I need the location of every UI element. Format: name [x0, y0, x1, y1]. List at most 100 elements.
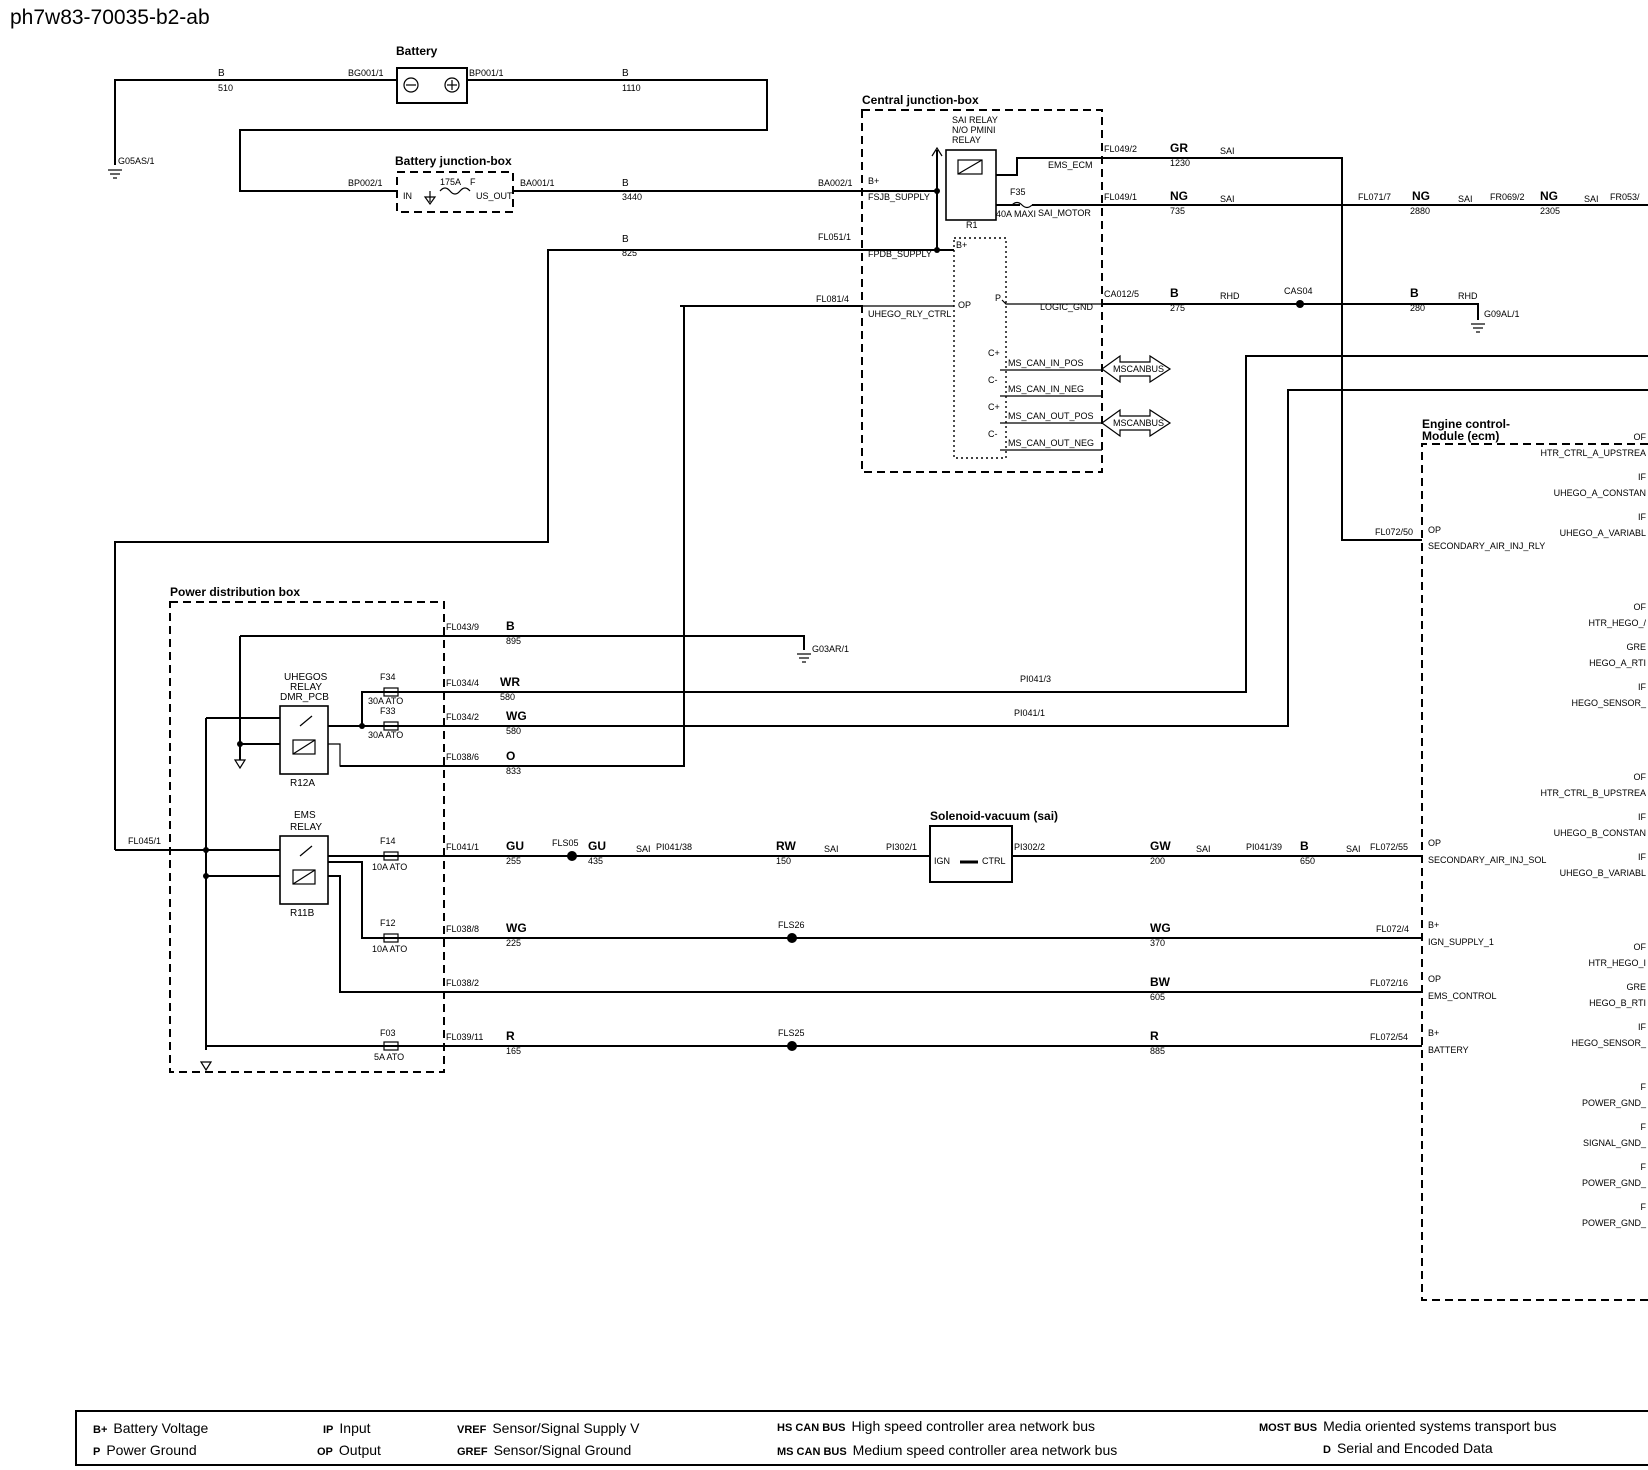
splice-fls05: [567, 851, 577, 861]
ecm-pin-label: POWER_GND_: [1582, 1218, 1647, 1228]
ecm-pin-label: UHEGO_B_VARIABL: [1560, 868, 1646, 878]
fuse-f33-icon: [383, 721, 399, 731]
ecm-pin-label: IF: [1638, 852, 1647, 862]
svg-text:C+: C+: [988, 348, 1000, 358]
svg-text:SAI: SAI: [636, 844, 651, 854]
pdb-box: [169, 601, 445, 1073]
svg-text:B: B: [506, 619, 515, 633]
ecm-pin-label: F: [1641, 1162, 1647, 1172]
svg-text:PI041/39: PI041/39: [1246, 842, 1282, 852]
svg-text:UHEGOS: UHEGOS: [284, 672, 328, 683]
svg-text:2880: 2880: [1410, 206, 1430, 216]
svg-text:Module (ecm): Module (ecm): [1422, 429, 1499, 443]
svg-text:P: P: [995, 293, 1001, 303]
ecm-pin-label: UHEGO_A_CONSTAN: [1554, 488, 1646, 498]
svg-text:FL045/1: FL045/1: [128, 836, 161, 846]
svg-text:DMR_PCB: DMR_PCB: [280, 692, 329, 703]
svg-text:510: 510: [218, 83, 233, 93]
svg-text:PI041/38: PI041/38: [656, 842, 692, 852]
svg-text:CTRL: CTRL: [982, 856, 1006, 866]
ecm-pin-label: SIGNAL_GND_: [1583, 1138, 1647, 1148]
uhegos-relay-r12a-icon: [279, 705, 329, 775]
svg-text:FL051/1: FL051/1: [818, 232, 851, 242]
svg-text:MSCANBUS: MSCANBUS: [1113, 364, 1164, 374]
svg-text:605: 605: [1150, 992, 1165, 1002]
svg-text:FL043/9: FL043/9: [446, 622, 479, 632]
svg-text:MS_CAN_IN_NEG: MS_CAN_IN_NEG: [1008, 384, 1084, 394]
ecm-pin-label: HEGO_A_RTI: [1589, 658, 1646, 668]
svg-text:B: B: [622, 178, 629, 189]
svg-text:MSCANBUS: MSCANBUS: [1113, 418, 1164, 428]
ecm-pin-label: IF: [1638, 512, 1647, 522]
splice-fls26: [787, 933, 797, 943]
svg-text:FL038/2: FL038/2: [446, 978, 479, 988]
svg-text:SAI: SAI: [824, 844, 839, 854]
svg-text:650: 650: [1300, 856, 1315, 866]
fuse-f34-icon: [383, 687, 399, 697]
svg-text:1230: 1230: [1170, 158, 1190, 168]
svg-text:FR069/2: FR069/2: [1490, 192, 1525, 202]
fuse-f35-icon: [1011, 201, 1033, 209]
svg-text:FL072/16: FL072/16: [1370, 978, 1408, 988]
battery-title: Battery: [396, 44, 438, 58]
svg-text:B+: B+: [1428, 920, 1439, 930]
svg-text:255: 255: [506, 856, 521, 866]
svg-text:175A: 175A: [440, 177, 461, 187]
svg-text:R: R: [506, 1029, 515, 1043]
svg-text:US_OUT: US_OUT: [476, 191, 513, 201]
svg-text:RHD: RHD: [1220, 291, 1240, 301]
solenoid-vacuum-icon: [929, 825, 1013, 883]
ecm-pin-label: OF: [1634, 942, 1647, 952]
svg-text:F33: F33: [380, 706, 396, 716]
svg-text:580: 580: [506, 726, 521, 736]
ecm-pin-label: UHEGO_B_CONSTAN: [1554, 828, 1646, 838]
svg-text:370: 370: [1150, 938, 1165, 948]
ems-relay-r11b-icon: [279, 835, 329, 905]
solenoid-title: Solenoid-vacuum (sai): [930, 809, 1058, 823]
svg-text:FPDB_SUPPLY: FPDB_SUPPLY: [868, 249, 932, 259]
svg-text:IGN_SUPPLY_1: IGN_SUPPLY_1: [1428, 937, 1494, 947]
svg-text:OP: OP: [1428, 838, 1441, 848]
svg-text:F35: F35: [1010, 187, 1026, 197]
svg-text:FL038/8: FL038/8: [446, 924, 479, 934]
svg-text:OP: OP: [958, 300, 971, 310]
ecm-pin-label: HTR_CTRL_A_UPSTREA: [1540, 448, 1646, 458]
svg-text:RELAY: RELAY: [952, 135, 981, 145]
ecm-pin-label: HTR_HEGO_/: [1588, 618, 1646, 628]
ecm-pin-label: GRE: [1626, 642, 1646, 652]
svg-text:CA012/5: CA012/5: [1104, 289, 1139, 299]
ecm-pin-label: IF: [1638, 1022, 1647, 1032]
svg-text:G03AR/1: G03AR/1: [812, 644, 849, 654]
svg-text:SAI: SAI: [1458, 194, 1473, 204]
ground-g09al-icon: [1471, 323, 1485, 333]
ecm-pin-label: F: [1641, 1082, 1647, 1092]
svg-text:280: 280: [1410, 303, 1425, 313]
svg-text:WR: WR: [500, 675, 520, 689]
svg-text:MS_CAN_OUT_NEG: MS_CAN_OUT_NEG: [1008, 438, 1094, 448]
svg-text:NG: NG: [1170, 189, 1188, 203]
svg-text:FL072/50: FL072/50: [1375, 527, 1413, 537]
ecm-pin-label: HEGO_SENSOR_: [1571, 698, 1647, 708]
svg-text:R1: R1: [966, 220, 978, 230]
svg-text:30A ATO: 30A ATO: [368, 730, 403, 740]
svg-text:PI041/3: PI041/3: [1020, 674, 1051, 684]
ms-can-bus-in-icon: [1100, 354, 1172, 384]
svg-text:R11B: R11B: [290, 908, 315, 919]
svg-text:FL072/4: FL072/4: [1376, 924, 1409, 934]
svg-text:C-: C-: [988, 375, 998, 385]
ecm-pin-label: POWER_GND_: [1582, 1098, 1647, 1108]
svg-text:FLS26: FLS26: [778, 920, 805, 930]
svg-text:F: F: [470, 177, 476, 187]
svg-text:2305: 2305: [1540, 206, 1560, 216]
svg-text:3440: 3440: [622, 192, 642, 202]
ecm-pin-label: GRE: [1626, 982, 1646, 992]
svg-text:B: B: [218, 68, 225, 79]
svg-text:SAI_MOTOR: SAI_MOTOR: [1038, 208, 1091, 218]
wiring-diagram: Battery B 510 BG001/1 BP001/1 B 1110 G05…: [108, 44, 1648, 1301]
svg-text:FL034/2: FL034/2: [446, 712, 479, 722]
fuse-175a-icon: [439, 187, 471, 195]
